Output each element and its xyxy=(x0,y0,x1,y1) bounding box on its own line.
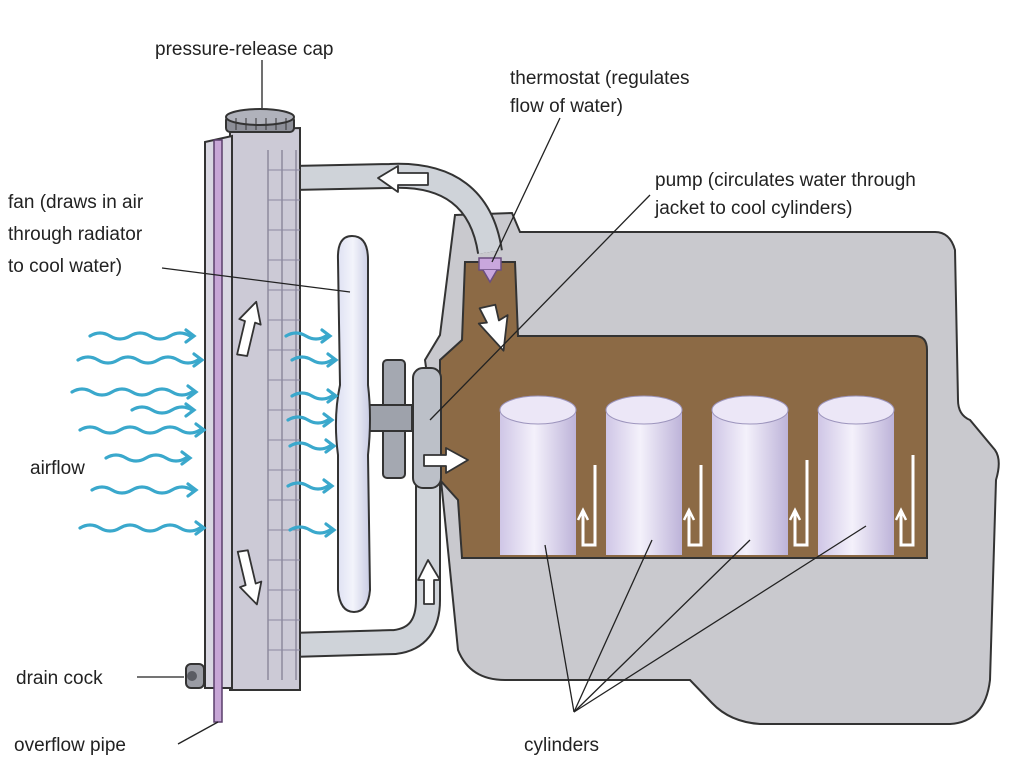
wavy-airflow-arrow-icon xyxy=(286,412,335,428)
label-pump-line1: pump (circulates water through xyxy=(655,170,916,191)
cylinder-3 xyxy=(711,395,789,555)
radiator-core-grid xyxy=(268,169,300,651)
label-airflow: airflow xyxy=(30,458,85,479)
wavy-airflow-arrow-icon xyxy=(290,388,339,404)
thermostat xyxy=(478,257,502,284)
wavy-airflow-arrow-icon xyxy=(90,482,199,498)
label-pressure-release-cap: pressure-release cap xyxy=(155,39,333,60)
cylinder-4 xyxy=(817,395,895,555)
wavy-airflow-arrow-icon xyxy=(104,450,193,466)
wavy-airflow-arrow-icon xyxy=(76,352,205,368)
labels: pressure-release cap thermostat (regulat… xyxy=(8,39,916,756)
fan xyxy=(334,234,372,614)
wavy-airflow-arrow-icon xyxy=(290,352,339,368)
leader-cylinders xyxy=(544,525,867,713)
airflow-arrows xyxy=(70,328,339,538)
label-fan-line3: to cool water) xyxy=(8,256,122,277)
coolant-path-icons xyxy=(576,455,915,547)
u-shaped-flow-arrow-icon xyxy=(576,465,597,547)
leader-fan xyxy=(161,267,351,293)
leader-overflow-pipe xyxy=(177,721,219,745)
label-drain-cock: drain cock xyxy=(16,668,103,689)
label-fan-line1: fan (draws in air xyxy=(8,192,144,213)
white-flow-arrow-icon xyxy=(377,165,429,193)
u-shaped-flow-arrow-icon xyxy=(682,465,703,547)
cylinder-group xyxy=(499,395,895,555)
wavy-airflow-arrow-icon xyxy=(78,520,207,536)
u-shaped-flow-arrow-icon xyxy=(788,460,809,547)
label-fan-line2: through radiator xyxy=(8,224,143,245)
white-flow-arrow-icon xyxy=(236,300,262,357)
label-cylinders: cylinders xyxy=(524,735,599,756)
wavy-airflow-arrow-icon xyxy=(78,422,207,438)
drain-cock xyxy=(185,663,205,689)
label-thermostat-line1: thermostat (regulates xyxy=(510,68,690,89)
radiator-fins xyxy=(267,150,297,680)
label-pump-line2: jacket to cool cylinders) xyxy=(654,198,852,219)
cylinder-1 xyxy=(499,395,577,555)
overflow-pipe xyxy=(213,139,223,723)
leader-pump xyxy=(429,194,651,421)
leader-lines xyxy=(137,60,867,745)
wavy-airflow-arrow-icon xyxy=(70,384,199,400)
wavy-airflow-arrow-icon xyxy=(288,438,337,454)
white-flow-arrow-icon xyxy=(417,559,441,605)
pump-housing xyxy=(412,367,442,489)
wavy-airflow-arrow-icon xyxy=(288,522,337,538)
flow-arrows xyxy=(236,165,509,606)
wavy-airflow-arrow-icon xyxy=(286,478,335,494)
leader-thermostat xyxy=(491,117,561,263)
white-flow-arrow-icon xyxy=(236,549,263,606)
wavy-airflow-arrow-icon xyxy=(130,402,197,418)
cylinder-2 xyxy=(605,395,683,555)
label-thermostat-line2: flow of water) xyxy=(510,96,623,117)
white-flow-arrow-icon xyxy=(477,303,509,352)
wavy-airflow-arrow-icon xyxy=(284,328,333,344)
label-overflow-pipe: overflow pipe xyxy=(14,735,126,756)
pressure-release-cap xyxy=(225,108,295,133)
u-shaped-flow-arrow-icon xyxy=(894,455,915,547)
wavy-airflow-arrow-icon xyxy=(88,328,197,344)
white-flow-arrow-icon xyxy=(423,447,469,474)
